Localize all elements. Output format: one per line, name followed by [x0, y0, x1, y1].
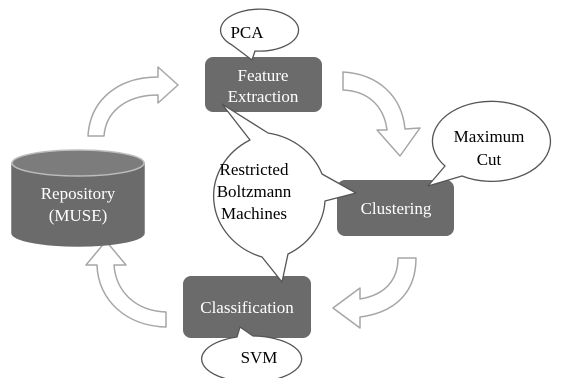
feature-extraction-label-line1: Feature: [238, 66, 289, 85]
clustering-label: Clustering: [361, 199, 432, 218]
pca-callout: [219, 8, 300, 61]
maximum-cut-label-line2: Cut: [477, 150, 502, 169]
clustering-node: Clustering: [337, 180, 454, 236]
maximum-cut-label-line1: Maximum: [454, 127, 525, 146]
cycle-arrow-feature-to-clustering: [342, 71, 421, 157]
repository-label-line1: Repository: [41, 184, 116, 203]
classification-node: Classification: [183, 276, 311, 338]
rbm-label-line1: Restricted: [220, 160, 289, 179]
cycle-arrow-classification-to-repository: [85, 240, 167, 328]
rbm-callout: [212, 103, 357, 283]
cycle-arrow-repository-to-feature: [87, 66, 179, 137]
maximum-cut-callout: [427, 100, 552, 187]
cycle-arrow-clustering-to-classification: [332, 257, 417, 329]
feature-extraction-node: Feature Extraction: [205, 57, 322, 112]
feature-extraction-label-line2: Extraction: [228, 87, 299, 106]
rbm-label-line3: Machines: [221, 204, 287, 223]
pca-label: PCA: [230, 23, 264, 42]
repository-label-line2: (MUSE): [49, 206, 108, 225]
rbm-label-line2: Boltzmann: [217, 182, 292, 201]
repository-node: Repository (MUSE): [11, 149, 145, 247]
svm-callout: [201, 326, 303, 378]
svm-label: SVM: [241, 348, 278, 367]
classification-label: Classification: [200, 298, 294, 317]
